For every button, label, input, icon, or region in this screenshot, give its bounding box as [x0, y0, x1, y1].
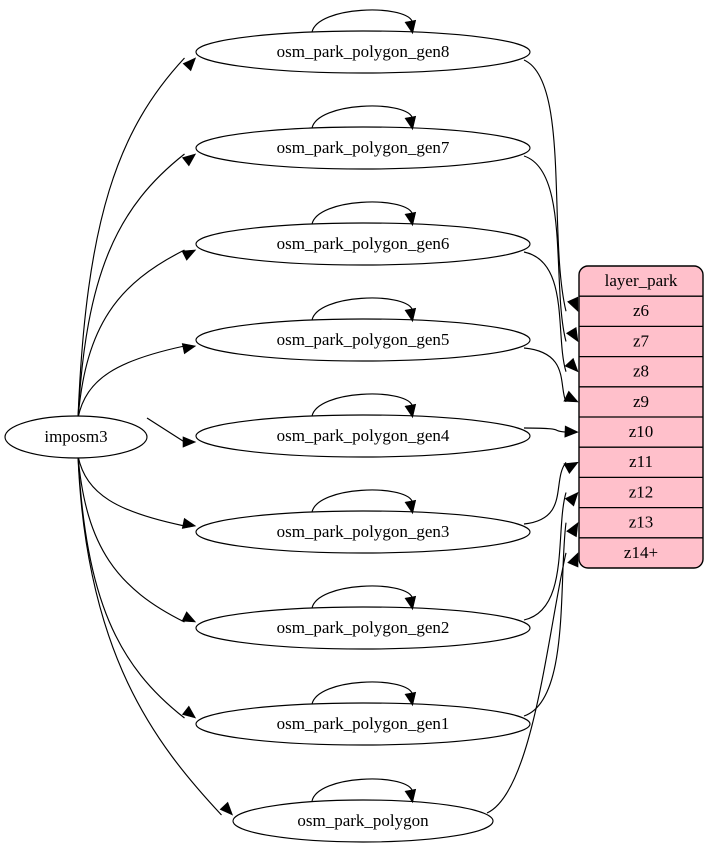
node-osm_park_polygon_gen8-label: osm_park_polygon_gen8 — [277, 42, 450, 61]
node-osm_park_polygon_gen7-label: osm_park_polygon_gen7 — [277, 138, 450, 157]
arrow-imposm3-to-osm_park_polygon_gen7 — [181, 153, 197, 167]
edge-osm_park_polygon_gen2-to-z12 — [523, 492, 567, 621]
node-osm_park_polygon_gen1[interactable] — [195, 702, 531, 746]
table-row-z6[interactable]: z6 — [633, 301, 649, 320]
self-loop-osm_park_polygon_gen7 — [311, 105, 413, 129]
edge-imposm3-to-osm_park_polygon_gen3 — [77, 455, 185, 527]
self-loop-arrow-osm_park_polygon_gen5 — [404, 307, 417, 323]
edges-to-layer-park — [486, 59, 567, 814]
layer-park-table: layer_park z6 z7 z8 z9 z10 z11 z12 z13 z14+ — [578, 265, 704, 569]
arrow-imposm3-to-osm_park_polygon_gen6 — [181, 249, 197, 261]
node-osm_park_polygon_gen1-label: osm_park_polygon_gen1 — [277, 714, 450, 733]
layer-park-table-header: layer_park — [605, 271, 678, 290]
arrow-osm_park_polygon_gen2-to-z12 — [564, 491, 579, 507]
arrow-imposm3-to-osm_park_polygon_gen8 — [182, 57, 197, 72]
node-osm_park_polygon_gen6-label: osm_park_polygon_gen6 — [277, 234, 450, 253]
node-osm_park_polygon-label: osm_park_polygon — [297, 811, 429, 830]
arrow-osm_park_polygon_gen3-to-z11 — [563, 461, 579, 475]
self-loop-edges — [311, 9, 413, 802]
edge-osm_park_polygon_gen1-to-z13 — [523, 522, 567, 717]
node-osm_park_polygon_gen4-label: osm_park_polygon_gen4 — [277, 426, 450, 445]
arrow-osm_park_polygon_gen4-to-z10 — [564, 425, 579, 438]
self-loop-arrow-osm_park_polygon_gen6 — [404, 211, 417, 227]
edges-from-imposm3 — [77, 57, 222, 816]
edge-imposm3-to-osm_park_polygon — [77, 455, 222, 816]
arrow-imposm3-to-osm_park_polygon_gen4 — [182, 436, 197, 448]
self-loop-osm_park_polygon_gen8 — [311, 9, 413, 33]
edge-osm_park_polygon_gen6-to-z8 — [523, 251, 567, 372]
arrow-imposm3-to-osm_park_polygon — [219, 801, 234, 816]
self-loop-arrow-osm_park_polygon_gen1 — [404, 691, 417, 707]
edge-osm_park_polygon_gen3-to-z11 — [523, 461, 567, 525]
arrow-imposm3-to-osm_park_polygon_gen2 — [181, 611, 197, 623]
node-osm_park_polygon_gen2-label: osm_park_polygon_gen2 — [277, 618, 450, 637]
self-loop-arrow-osm_park_polygon_gen4 — [404, 403, 417, 419]
edge-osm_park_polygon_gen4-to-z10 — [523, 427, 567, 433]
node-osm_park_polygon[interactable] — [232, 799, 494, 843]
self-loop-osm_park_polygon_gen2 — [311, 585, 413, 609]
table-row-z8[interactable]: z8 — [633, 362, 649, 381]
node-osm_park_polygon_gen3-label: osm_park_polygon_gen3 — [277, 522, 450, 541]
edge-imposm3-to-osm_park_polygon_gen8 — [77, 57, 185, 419]
edge-osm_park_polygon_gen7-to-z7 — [523, 155, 567, 342]
arrowheads — [181, 19, 579, 816]
arrow-imposm3-to-osm_park_polygon_gen5 — [181, 343, 197, 355]
arrow-imposm3-to-osm_park_polygon_gen1 — [181, 705, 197, 719]
edge-osm_park_polygon_gen8-to-z6 — [523, 59, 567, 312]
node-osm_park_polygon_gen7[interactable] — [195, 126, 531, 170]
edge-osm_park_polygon-to-z14plus — [486, 552, 567, 814]
arrow-osm_park_polygon_gen6-to-z8 — [564, 357, 579, 373]
arrow-imposm3-to-osm_park_polygon_gen3 — [181, 517, 197, 529]
edge-imposm3-to-osm_park_polygon_gen2 — [77, 455, 185, 623]
node-imposm3[interactable] — [4, 415, 148, 459]
self-loop-arrow-osm_park_polygon_gen2 — [404, 595, 417, 611]
arrow-osm_park_polygon_gen8-to-z6 — [567, 296, 579, 312]
node-osm_park_polygon_gen8[interactable] — [195, 30, 531, 74]
node-osm_park_polygon_gen4[interactable] — [195, 414, 531, 458]
edge-imposm3-to-osm_park_polygon_gen5 — [77, 345, 185, 419]
self-loop-arrow-osm_park_polygon — [404, 788, 417, 804]
self-loop-osm_park_polygon_gen5 — [311, 297, 413, 321]
self-loop-osm_park_polygon_gen4 — [311, 393, 413, 417]
arrow-osm_park_polygon_gen7-to-z7 — [565, 326, 579, 343]
self-loop-osm_park_polygon_gen3 — [311, 489, 413, 513]
table-row-z7[interactable]: z7 — [633, 331, 650, 350]
arrow-osm_park_polygon_gen5-to-z9 — [563, 390, 579, 403]
graph-nodes: imposm3 osm_park_polygon_gen8 osm_park_pol… — [4, 30, 531, 843]
arrow-osm_park_polygon_gen1-to-z13 — [566, 522, 579, 538]
edge-osm_park_polygon_gen5-to-z9 — [523, 347, 567, 403]
edge-imposm3-to-osm_park_polygon_gen4 — [146, 417, 185, 443]
edge-imposm3-to-osm_park_polygon_gen6 — [77, 249, 185, 419]
table-row-z14plus[interactable]: z14+ — [624, 543, 658, 562]
edge-imposm3-to-osm_park_polygon_gen7 — [77, 153, 185, 419]
self-loop-osm_park_polygon_gen1 — [311, 681, 413, 705]
arrow-osm_park_polygon-to-z14plus — [567, 552, 579, 568]
self-loop-arrow-osm_park_polygon_gen7 — [404, 115, 417, 131]
self-loop-osm_park_polygon_gen6 — [311, 201, 413, 225]
table-row-z9[interactable]: z9 — [633, 392, 649, 411]
edge-imposm3-to-osm_park_polygon_gen1 — [77, 455, 185, 719]
table-row-z10[interactable]: z10 — [629, 422, 654, 441]
node-osm_park_polygon_gen3[interactable] — [195, 510, 531, 554]
table-row-z11[interactable]: z11 — [629, 452, 653, 471]
node-osm_park_polygon_gen6[interactable] — [195, 222, 531, 266]
self-loop-arrow-osm_park_polygon_gen3 — [404, 499, 417, 515]
node-osm_park_polygon_gen2[interactable] — [195, 606, 531, 650]
node-osm_park_polygon_gen5-label: osm_park_polygon_gen5 — [277, 330, 450, 349]
table-row-z13[interactable]: z13 — [629, 513, 654, 532]
table-row-z12[interactable]: z12 — [629, 482, 654, 501]
self-loop-osm_park_polygon — [311, 778, 413, 802]
node-osm_park_polygon_gen5[interactable] — [195, 318, 531, 362]
node-imposm3-label: imposm3 — [44, 427, 107, 446]
self-loop-arrow-osm_park_polygon_gen8 — [404, 19, 417, 35]
